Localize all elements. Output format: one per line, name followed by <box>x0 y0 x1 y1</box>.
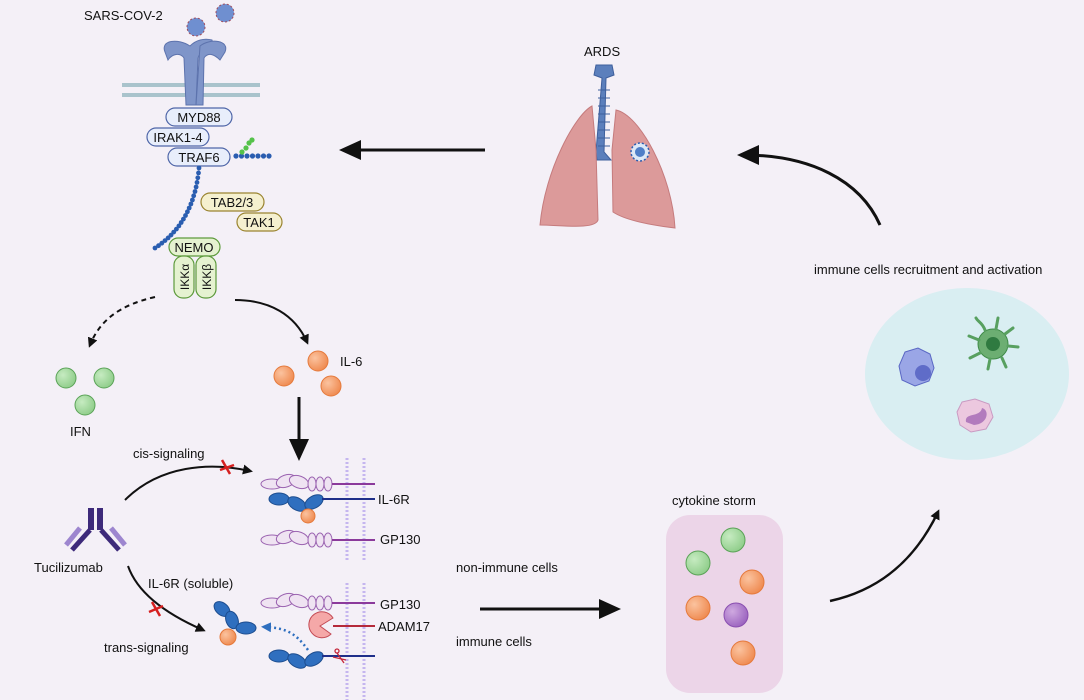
svg-text:TRAF6: TRAF6 <box>178 150 219 165</box>
ubiquitin-dot <box>196 165 202 171</box>
cell-membrane-upper <box>345 458 366 560</box>
ubiquitin-dot <box>233 153 239 159</box>
ubiquitin-dot <box>239 149 245 155</box>
ubiquitin-dot <box>183 213 188 218</box>
ubiquitin-dot <box>185 209 190 215</box>
ubiquitin-dot <box>249 153 256 159</box>
cytokine-storm-label: cytokine storm <box>672 493 756 508</box>
svg-text:NEMO: NEMO <box>175 240 214 255</box>
ubiquitin-dot <box>266 153 272 159</box>
ubiquitin-dot <box>165 235 171 241</box>
irak-box: IRAK1-4 <box>146 127 210 147</box>
ifn-molecules <box>55 367 115 416</box>
svg-text:IRAK1-4: IRAK1-4 <box>153 130 202 145</box>
svg-text:MYD88: MYD88 <box>177 110 220 125</box>
ubiquitin-dot <box>190 197 195 203</box>
tlr-receptor-icon <box>163 38 227 106</box>
ubiquitin-dot <box>152 245 158 251</box>
adam17-label: ADAM17 <box>378 619 430 634</box>
dashed-arrow-to-ifn <box>87 296 156 348</box>
ubiquitin-dot <box>255 153 261 159</box>
nemo-box: NEMO <box>168 237 221 257</box>
drug-label: Tucilizumab <box>34 560 103 575</box>
ubiquitin-dot <box>162 238 168 244</box>
ubiquitin-dot <box>195 175 201 181</box>
membrane-receptors <box>260 473 375 669</box>
il6r-receptor <box>268 492 375 524</box>
arrow-to-immune-recruitment <box>829 509 940 603</box>
myd88-box: MYD88 <box>165 107 233 127</box>
ubiquitin-dot <box>181 216 186 222</box>
il6r-label: IL-6R <box>378 492 410 507</box>
ubiquitin-dot <box>196 170 201 176</box>
ubiquitin-dot <box>159 240 165 246</box>
ubiquitin-dot <box>156 243 161 249</box>
storm-cytokines <box>685 527 765 666</box>
ubiquitin-dot <box>192 189 198 194</box>
ards-label: ARDS <box>584 44 620 59</box>
virus-icon <box>186 3 235 37</box>
ubiquitin-dot <box>193 184 199 190</box>
ubiquitin-dot <box>260 153 267 159</box>
svg-text:TAB2/3: TAB2/3 <box>211 195 253 210</box>
svg-text:IKKβ: IKKβ <box>200 264 214 290</box>
dendritic-cell-icon <box>967 316 1020 371</box>
lungs-icon <box>539 64 676 229</box>
inhibit-trans-icon <box>148 601 164 617</box>
non-immune-cells-label: non-immune cells <box>456 560 558 575</box>
il6r-soluble-label: IL-6R (soluble) <box>148 576 233 591</box>
traf6-box: TRAF6 <box>167 147 231 167</box>
arrow-to-lungs <box>737 145 882 226</box>
il6r-receptor <box>268 649 375 669</box>
svg-text:IKKα: IKKα <box>178 264 192 290</box>
neutrophil-icon <box>956 398 994 433</box>
tab23-box: TAB2/3 <box>200 192 265 212</box>
tak1-box: TAK1 <box>236 212 283 232</box>
soluble-il6r-complex <box>213 601 257 646</box>
il6-molecules <box>273 350 342 397</box>
svg-text:TAK1: TAK1 <box>243 215 275 230</box>
monocyte-icon <box>898 347 935 387</box>
ubiquitin-dot <box>178 220 184 225</box>
dotted-shedding-arrow <box>261 622 310 651</box>
ubiquitin-dot <box>238 153 245 159</box>
gp130-top-label: GP130 <box>380 532 420 547</box>
ubiquitin-dot <box>191 193 197 199</box>
scissors-icon <box>332 648 347 664</box>
arrow-to-il6 <box>234 299 309 345</box>
ubiquitin-chain <box>152 137 272 251</box>
inhibit-cis-icon <box>219 459 235 475</box>
gp130-receptor <box>260 473 375 492</box>
ubiquitin-dot <box>249 137 255 143</box>
il6-bound-molecule <box>300 508 316 524</box>
ifn-label: IFN <box>70 424 91 439</box>
ikkb-box: IKKβ <box>195 255 217 299</box>
ubiquitin-dot <box>194 180 200 185</box>
adam17-icon <box>308 611 375 639</box>
ubiquitin-dot <box>243 145 249 151</box>
cell-membrane-lower <box>345 583 366 700</box>
ubiquitin-dot <box>186 205 192 211</box>
trans-signaling-label: trans-signaling <box>104 640 189 655</box>
gp130-receptor <box>260 592 375 611</box>
gp130-receptor <box>260 529 375 548</box>
antibody-icon <box>64 508 127 552</box>
ubiquitin-dot <box>244 153 250 159</box>
immune-cells-label: immune cells <box>456 634 532 649</box>
gp130-bottom-label: GP130 <box>380 597 420 612</box>
recruitment-label: immune cells recruitment and activation <box>814 262 1042 277</box>
virus-label: SARS-COV-2 <box>84 8 163 23</box>
ikka-box: IKKα <box>173 255 195 299</box>
il6-label: IL-6 <box>340 354 362 369</box>
immune-cells-oval <box>865 288 1069 460</box>
cis-signaling-arrow <box>124 464 253 501</box>
ubiquitin-dot <box>188 201 194 207</box>
cis-signaling-label: cis-signaling <box>133 446 205 461</box>
